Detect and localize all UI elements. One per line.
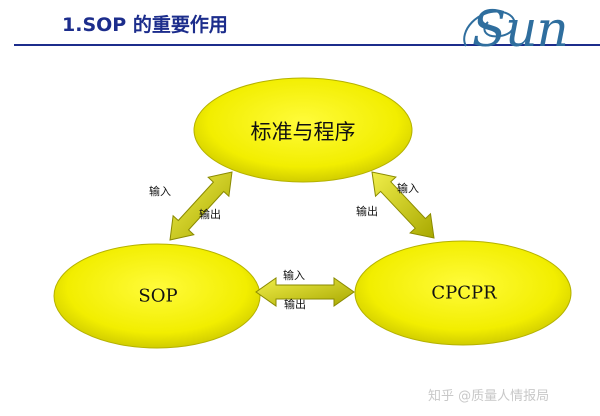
node-right-label: CPCPR — [431, 282, 497, 304]
node-right-ellipse — [354, 240, 572, 346]
page-title: 1.SOP 的重要作用 — [62, 14, 228, 36]
right-arrow-output-label: 输出 — [356, 205, 378, 218]
bottom-bidirectional-arrow — [255, 277, 355, 307]
node-top-ellipse — [193, 77, 413, 183]
title-underline — [14, 44, 600, 46]
sun-logo — [458, 2, 600, 58]
node-left-ellipse — [53, 243, 261, 349]
logo-text: Sun — [472, 0, 569, 58]
watermark: 知乎 @质量人情报局 — [428, 389, 550, 404]
node-top-label: 标准与程序 — [250, 120, 356, 144]
left-arrow-input-label: 输入 — [149, 185, 171, 198]
right-arrow-input-label: 输入 — [397, 182, 419, 195]
left-arrow-output-label: 输出 — [199, 208, 221, 221]
bottom-arrow-output-label: 输出 — [284, 298, 306, 311]
left-bidirectional-arrow — [169, 171, 233, 241]
bottom-arrow-input-label: 输入 — [283, 269, 305, 282]
right-bidirectional-arrow — [371, 171, 435, 239]
node-left-label: SOP — [138, 285, 178, 307]
